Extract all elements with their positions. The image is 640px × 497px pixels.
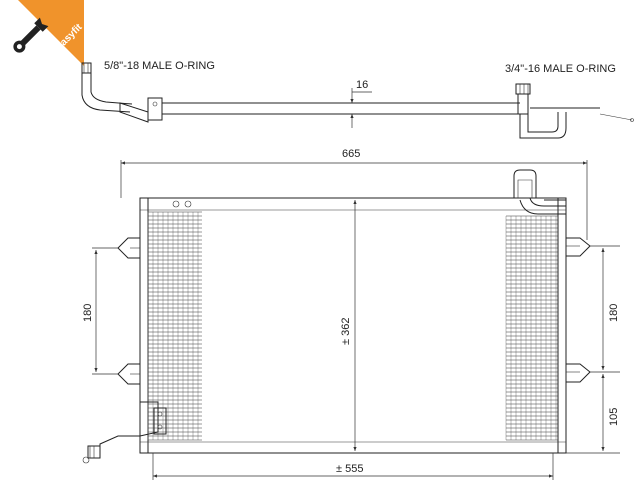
overall-width-dimension: 665: [120, 148, 588, 240]
fin-pack-right: [505, 215, 558, 441]
wrench-icon: [13, 17, 49, 53]
core-height-dimension: ± 362: [340, 200, 357, 451]
bracket-right-bottom: [566, 363, 591, 383]
outlet-fitting: [87, 445, 101, 459]
left-bracket: [147, 97, 163, 121]
right-fitting-body: [517, 93, 529, 115]
logo-corner: [18, 0, 84, 66]
right-bottom-dimension: 105: [566, 374, 620, 454]
overall-width-label: 665: [342, 148, 360, 160]
right-wire: [599, 113, 633, 121]
pipe-diameter-dimension: 16: [350, 79, 372, 128]
right-loop: [519, 112, 567, 139]
right-spacing-label: 180: [608, 304, 620, 322]
pipe-diameter-label: 16: [356, 79, 368, 91]
left-spacing-dimension: 180: [82, 247, 118, 375]
right-fitting-label: 3/4"-16 MALE O-RING: [505, 63, 616, 75]
core-width-dimension: ± 555: [152, 453, 554, 480]
left-elbow: [81, 73, 131, 113]
outlet-bracket: [99, 401, 159, 452]
right-spacing-dimension: 180: [590, 245, 620, 373]
core-width-label: ± 555: [336, 463, 363, 475]
bracket-right-top: [566, 237, 591, 257]
brand-logo: easyfit: [13, 0, 85, 66]
left-spacing-label: 180: [82, 304, 94, 322]
core-frame: [139, 197, 567, 454]
core-height-label: ± 362: [340, 318, 352, 345]
left-fitting-nut: [81, 62, 92, 74]
left-fitting-label: 5/8"-18 MALE O-RING: [104, 60, 215, 72]
right-bottom-label: 105: [608, 408, 620, 426]
condenser-core: [139, 169, 567, 454]
left-bend: [119, 102, 149, 123]
fin-pack-left: [147, 211, 202, 441]
inlet-pipe: [513, 169, 537, 198]
top-view-pipe: [81, 62, 634, 139]
